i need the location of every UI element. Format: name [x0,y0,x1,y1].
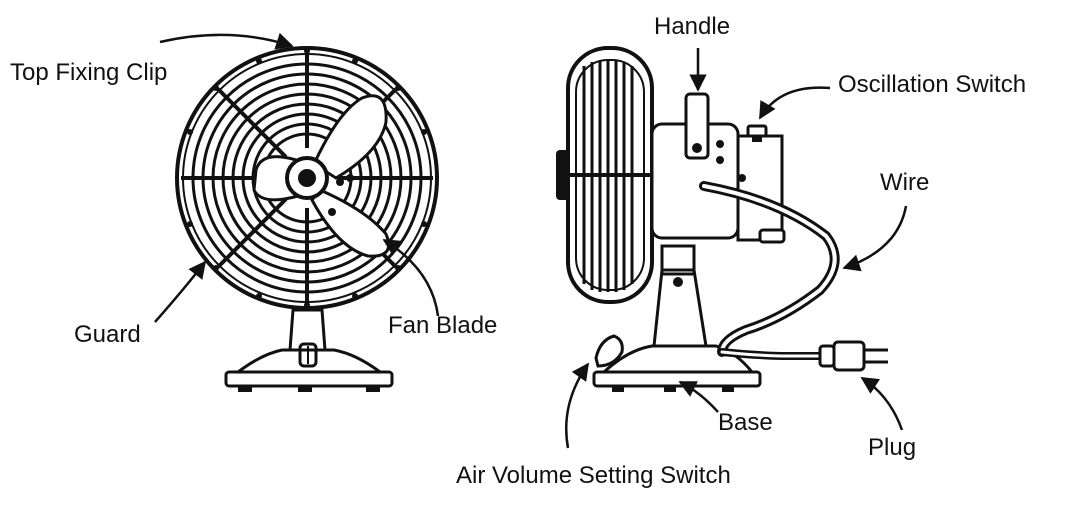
leader-arrows [154,32,908,449]
label-handle: Handle [654,13,730,40]
arrow-wire [842,205,908,272]
arrow-fan-blade [382,238,440,317]
arrow-air-volume-setting-switch [564,362,590,449]
label-oscillation-switch: Oscillation Switch [838,71,1026,98]
side-stand-joint [660,244,696,276]
arrow-top-fixing-clip [159,32,294,50]
side-motor-housing [650,122,786,244]
arrow-guard [154,260,207,323]
label-wire: Wire [880,169,929,196]
label-base: Base [718,409,773,436]
front-speed-knob [298,342,318,368]
label-top-fixing-clip: Top Fixing Clip [10,59,167,86]
fan-front-view [175,46,439,392]
label-air-volume-setting-switch: Air Volume Setting Switch [456,462,731,489]
arrow-plug [860,376,904,431]
side-stand [652,268,708,347]
arrow-oscillation-switch [758,86,831,120]
label-fan-blade: Fan Blade [388,312,497,339]
side-guard [556,46,654,304]
label-plug: Plug [868,434,916,461]
front-fan-blades [252,94,391,258]
front-stand [288,308,327,351]
side-plug [818,340,888,372]
side-base [592,344,762,392]
arrow-base [678,380,719,413]
side-handle [684,92,710,160]
label-guard: Guard [74,321,141,348]
side-air-volume-knob [594,334,624,368]
side-oscillation-switch [746,124,768,142]
part-labels: Top Fixing Clip Guard Fan Blade Handle O… [10,13,1026,489]
fan-side-view [556,46,888,392]
